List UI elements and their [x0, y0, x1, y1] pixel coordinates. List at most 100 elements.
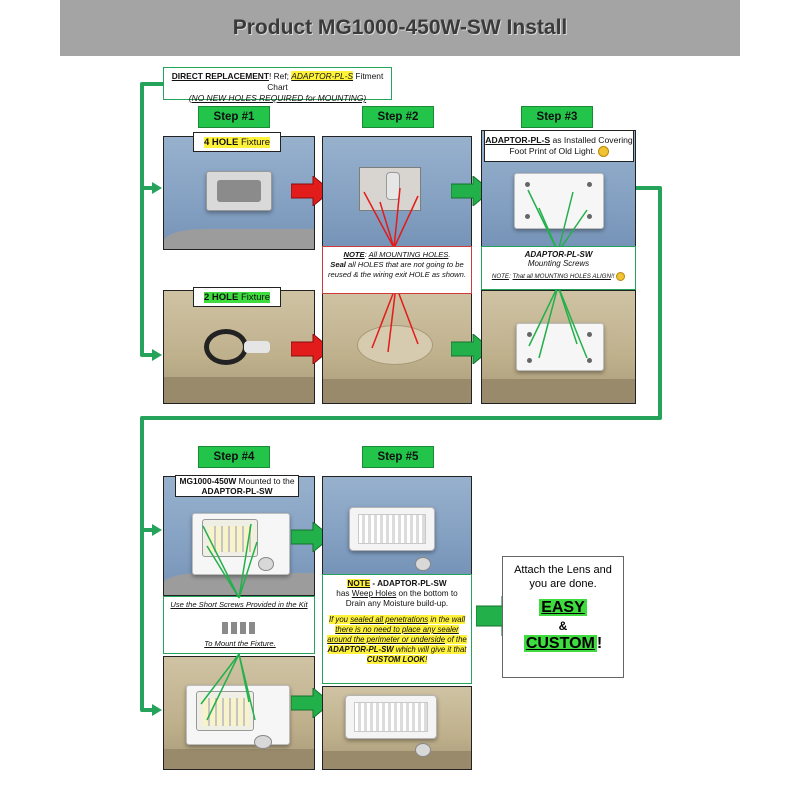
exposed-mounting-area	[359, 167, 421, 211]
final-exclaim: !	[596, 635, 603, 652]
screw-hole	[525, 214, 530, 219]
custom-look-text: CUSTOM LOOK	[366, 655, 426, 664]
motion-sensor-image-2	[254, 735, 272, 749]
step-3-label: ADAPTOR-PL-S as Installed Covering Foot …	[484, 130, 634, 162]
old-bulb-socket	[386, 172, 400, 200]
fixture-with-lens	[349, 507, 435, 551]
mg1000-text: MG1000-450W	[179, 476, 237, 486]
step-5-lens-photo	[322, 476, 472, 576]
short-screws-text: Use the Short Screws Provided in the Kit	[170, 600, 308, 609]
exclaim-text: !!	[610, 273, 617, 281]
adaptor-pl-s-text: ADAPTOR-PL-S	[485, 134, 551, 145]
fixture-text-2: Fixture	[238, 291, 270, 303]
step4-pointer-lines-2	[200, 654, 256, 721]
smiley-icon	[597, 146, 609, 158]
step-1-four-hole-photo	[163, 136, 315, 250]
adaptor-pl-sw-text-3: - ADAPTOR-PL-SW	[370, 579, 447, 588]
adaptor-pl-sw-text-4: ADAPTOR-PL-SW	[327, 645, 394, 654]
smiley-icon-2	[616, 272, 626, 281]
screw-pointer-lines-2	[528, 286, 588, 359]
step-2-note: NOTE: All MOUNTING HOLES. Seal all HOLES…	[322, 246, 472, 294]
screw-hole	[527, 332, 532, 337]
has-text: has	[336, 589, 352, 598]
step-4-header: Step #4	[198, 446, 270, 468]
trailer-roof-edge-2	[164, 573, 314, 595]
motion-sensor-image-4	[415, 743, 431, 757]
motion-sensor-image	[258, 557, 274, 571]
step-2-holes-photo	[322, 136, 472, 250]
adaptor-plate-image	[514, 173, 604, 229]
trailer-skirt-4	[164, 749, 314, 769]
no-new-holes-text: (NO NEW HOLES REQUIRED for MOUNTING)	[188, 93, 367, 103]
step-3-header: Step #3	[521, 106, 593, 128]
note-label: NOTE	[491, 273, 510, 281]
mounted-to-text: Mounted to the	[236, 476, 295, 486]
old-footprint	[357, 325, 433, 365]
adaptor-pl-sw-text: ADAPTOR-PL-SW	[524, 250, 593, 259]
drain-moisture-text: on the bottom to Drain any Moisture buil…	[345, 589, 458, 608]
step-3-label: Step #3	[536, 111, 578, 123]
direct-replacement-text: DIRECT REPLACEMENT	[171, 71, 269, 81]
in-the-wall-text: in the wall	[428, 615, 466, 624]
step-3-screws-note: ADAPTOR-PL-SW Mounting Screws NOTE: That…	[481, 246, 636, 290]
mounting-screws-text: Mounting Screws	[527, 259, 590, 268]
four-hole-fixture-label: 4 HOLE Fixture	[193, 132, 281, 152]
screw-hole	[587, 182, 592, 187]
step-5-label: Step #5	[377, 451, 419, 463]
note-colon: :	[364, 250, 369, 259]
two-hole-fixture-ring	[204, 329, 248, 365]
step-5-lens-photo-2	[322, 686, 472, 770]
page-title: Product MG1000-450W-SW Install	[232, 16, 568, 39]
fixture-text: Fixture	[238, 136, 270, 148]
seal-instructions-text: all HOLES that are not going to be reuse…	[327, 260, 467, 279]
trailer-skirt-2	[323, 379, 471, 403]
connector-top-left	[140, 82, 163, 357]
step-1-label: Step #1	[213, 111, 255, 123]
trailer-skirt-3	[482, 379, 635, 403]
screw-hole	[587, 214, 592, 219]
custom-text: CUSTOM	[523, 635, 597, 652]
easy-text: EASY	[539, 599, 587, 616]
step-4-screws-box: Use the Short Screws Provided in the Kit…	[163, 596, 315, 654]
weep-holes-text: Weep Holes	[351, 589, 397, 598]
header-banner: Product MG1000-450W-SW Install	[60, 0, 740, 56]
no-need-sealer-text: there is no need to place any sealer aro…	[327, 625, 459, 644]
seal-text: Seal	[330, 260, 346, 269]
adaptor-plate-image-2	[516, 323, 604, 371]
fixture-socket	[217, 180, 261, 202]
adaptor-pl-sw-text-2: ADAPTOR-PL-SW	[201, 486, 273, 496]
hole-pointer-lines	[363, 187, 419, 249]
all-mounting-holes-text: All MOUNTING HOLES	[368, 250, 449, 259]
if-you-text: If you	[328, 615, 351, 624]
screw-hole	[587, 358, 592, 363]
sealed-all-text: sealed all penetrations	[350, 615, 429, 624]
lens-image	[358, 514, 426, 544]
give-it-text: which will give it that	[393, 645, 467, 654]
mount-fixture-text: To Mount the Fixture.	[204, 639, 276, 648]
step-5-header: Step #5	[362, 446, 434, 468]
note-label-2: NOTE	[347, 579, 371, 588]
holes-align-text: That all MOUNTING HOLES ALIGN	[512, 273, 611, 281]
installed-covering-text: as Installed Covering Foot Print of Old …	[509, 134, 633, 156]
trailer-roof-edge	[164, 229, 314, 249]
led-array	[209, 526, 253, 552]
step-3-adaptor-photo-2	[481, 290, 636, 404]
arrowhead-1	[152, 182, 162, 194]
motion-sensor-image-3	[415, 557, 431, 571]
step-4-label: Step #4	[213, 451, 255, 463]
adaptor-ref-link[interactable]: ADAPTOR-PL-S	[291, 71, 354, 81]
arrowhead-4	[152, 704, 162, 716]
two-hole-text: 2 HOLE	[204, 291, 239, 303]
direct-replacement-note: DIRECT REPLACEMENT! Ref; ADAPTOR-PL-S Fi…	[163, 67, 392, 103]
exclaim-text-2: !	[425, 655, 428, 664]
step-4-mounted-photo-2	[163, 656, 315, 770]
seal-pointer-lines	[371, 286, 419, 353]
note-text: NOTE	[343, 250, 365, 259]
screw-hole	[587, 332, 592, 337]
lens-image-2	[354, 702, 428, 732]
final-instruction-box: Attach the Lens and you are done. EASY &…	[502, 556, 624, 678]
bulb-image	[244, 341, 270, 353]
trailer-skirt	[164, 377, 314, 403]
note-period: .	[448, 250, 451, 259]
